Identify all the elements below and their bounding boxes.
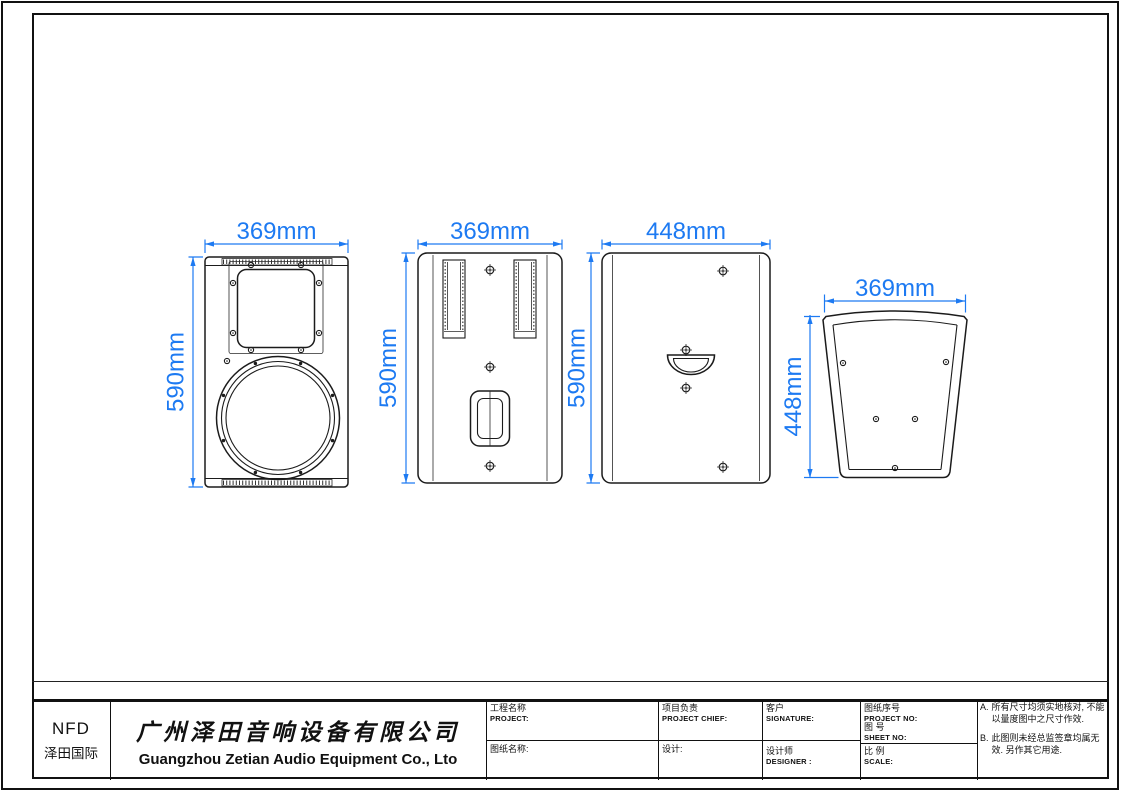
title-block: NFD 泽田国际 广州泽田音响设备有限公司 Guangzhou Zetian A… xyxy=(32,681,1109,780)
rear-height-dimension: 590mm xyxy=(375,252,415,484)
rear-height-label: 590mm xyxy=(375,328,402,408)
project-label-en: PROJECT: xyxy=(490,713,529,723)
side-handle xyxy=(666,354,716,376)
chief-label-cn: 项目负责 xyxy=(662,703,699,713)
note-a: A. 所有尺寸均须实地核对, 不能以量度图中之尺寸作效. xyxy=(980,702,1108,725)
sheet-inner-border xyxy=(32,13,1109,779)
row-divider xyxy=(860,743,977,745)
side-height-dimension: 590mm xyxy=(564,252,600,484)
sheet-no-field: 图 号 SHEET NO: xyxy=(864,722,907,742)
front-height-label: 590mm xyxy=(163,332,190,412)
horn-tweeter xyxy=(228,261,324,354)
design-label: 设计: xyxy=(662,744,683,754)
company-cell: 广州泽田音响设备有限公司 Guangzhou Zetian Audio Equi… xyxy=(110,701,486,780)
front-width-label: 369mm xyxy=(236,218,316,245)
company-name-cn: 广州泽田音响设备有限公司 xyxy=(136,719,460,746)
drawing-name-field: 图纸名称: xyxy=(490,744,529,755)
scale-label-cn: 比 例 xyxy=(864,746,885,756)
front-height-dimension: 590mm xyxy=(163,256,203,488)
sheet-no-label-en: SHEET NO: xyxy=(864,732,907,742)
top-view: 369mm 448mm xyxy=(780,275,968,479)
sheet-no-label-cn: 图 号 xyxy=(864,722,885,732)
divider xyxy=(860,701,862,780)
chief-label-en: PROJECT CHIEF: xyxy=(662,713,728,723)
project-field: 工程名称 PROJECT: xyxy=(490,703,529,723)
notes-cell: A. 所有尺寸均须实地核对, 不能以量度图中之尺寸作效. B. 此图则未经总监签… xyxy=(980,702,1108,757)
note-b-id: B. xyxy=(980,733,989,744)
front-view: 369mm 590mm xyxy=(163,218,349,488)
side-view: 448mm 590mm xyxy=(564,218,771,484)
top-width-dimension: 369mm xyxy=(823,275,967,313)
client-label-cn: 客户 xyxy=(766,703,785,713)
port-slot-left xyxy=(442,259,466,339)
project-label-cn: 工程名称 xyxy=(490,703,527,713)
connector-dish xyxy=(469,390,511,447)
rear-width-dimension: 369mm xyxy=(417,218,563,250)
divider xyxy=(110,701,112,780)
project-chief-field: 项目负责 PROJECT CHIEF: xyxy=(662,703,727,723)
title-block-top-rule xyxy=(32,699,1109,702)
top-depth-dimension: 448mm xyxy=(780,315,839,479)
scale-field: 比 例 SCALE: xyxy=(864,746,893,766)
brand-cn: 泽田国际 xyxy=(44,746,98,761)
designer-label-cn: 设计师 xyxy=(766,746,794,756)
row-divider xyxy=(486,740,860,742)
note-b-text: 此图则未经总监签章均属无效. 另作其它用途. xyxy=(991,733,1100,756)
design-field: 设计: xyxy=(662,744,683,755)
side-width-dimension: 448mm xyxy=(601,218,771,250)
brand-name: NFD xyxy=(52,719,90,738)
client-field: 客户 SIGNATURE: xyxy=(766,703,814,723)
drawing-name-label: 图纸名称: xyxy=(490,744,529,754)
brand-cell: NFD 泽田国际 xyxy=(32,701,110,780)
designer-label-en: DESIGNER : xyxy=(766,756,812,766)
scale-label-en: SCALE: xyxy=(864,756,894,766)
side-height-label: 590mm xyxy=(564,328,591,408)
client-label-en: SIGNATURE: xyxy=(766,713,815,723)
project-no-label-cn: 图纸序号 xyxy=(864,703,901,713)
port-slot-right xyxy=(513,259,537,339)
note-a-id: A. xyxy=(980,702,989,712)
note-a-text: 所有尺寸均须实地核对, 不能以量度图中之尺寸作效. xyxy=(991,702,1105,724)
rear-view: 369mm 590mm xyxy=(375,218,563,484)
note-b: B. 此图则未经总监签章均属无效. 另作其它用途. xyxy=(980,733,1108,756)
designer-field: 设计师 DESIGNER : xyxy=(766,746,812,766)
project-no-label-en: PROJECT NO: xyxy=(864,713,918,723)
front-width-dimension: 369mm xyxy=(204,218,349,253)
woofer xyxy=(215,355,341,481)
side-width-label: 448mm xyxy=(646,218,726,245)
company-name-en: Guangzhou Zetian Audio Equipment Co., Lt… xyxy=(138,751,458,768)
top-width-label: 369mm xyxy=(855,275,935,302)
project-no-field: 图纸序号 PROJECT NO: xyxy=(864,703,917,723)
divider xyxy=(977,701,979,780)
top-depth-label: 448mm xyxy=(780,356,807,436)
rear-width-label: 369mm xyxy=(450,218,530,245)
